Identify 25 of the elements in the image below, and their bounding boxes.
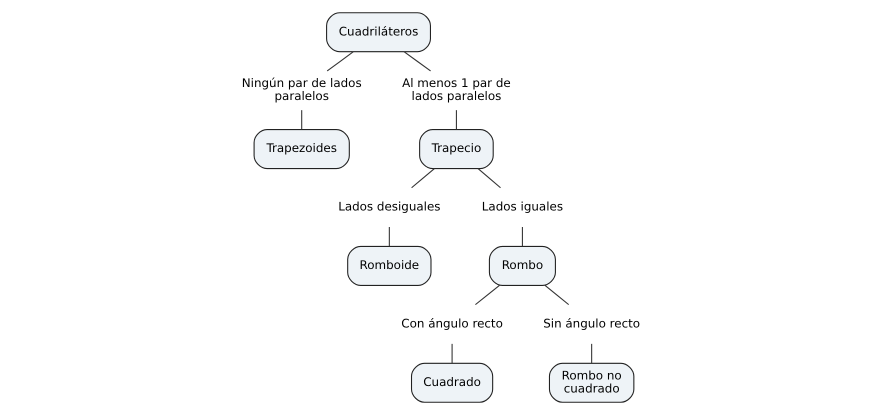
node-text: Al menos 1 par de lados paralelos	[402, 76, 510, 104]
node-text: Lados desiguales	[338, 200, 440, 214]
node-box: Cuadrado	[410, 362, 493, 403]
connector	[521, 227, 522, 246]
node-box: Romboide	[346, 246, 432, 286]
node-text: Sin ángulo recto	[542, 316, 640, 330]
node-box: Rombo	[488, 246, 556, 286]
connector	[544, 285, 569, 306]
connector	[403, 51, 430, 72]
connector	[455, 110, 456, 130]
node-box: Trapezoides	[253, 129, 350, 170]
connector	[300, 110, 302, 130]
connector	[451, 344, 452, 364]
connector	[474, 285, 500, 306]
node-text: Lados iguales	[481, 200, 563, 214]
connector	[388, 227, 390, 246]
node-text: Ningún par de lados paralelos	[241, 76, 362, 104]
node-box: Trapecio	[418, 129, 494, 170]
connector	[326, 51, 354, 72]
node-text: Con ángulo recto	[400, 316, 502, 330]
connector	[590, 344, 592, 364]
node-box: Rombo no cuadrado	[548, 362, 634, 403]
connector	[477, 168, 500, 188]
connector	[410, 168, 434, 188]
node-box: Cuadriláteros	[326, 12, 430, 52]
